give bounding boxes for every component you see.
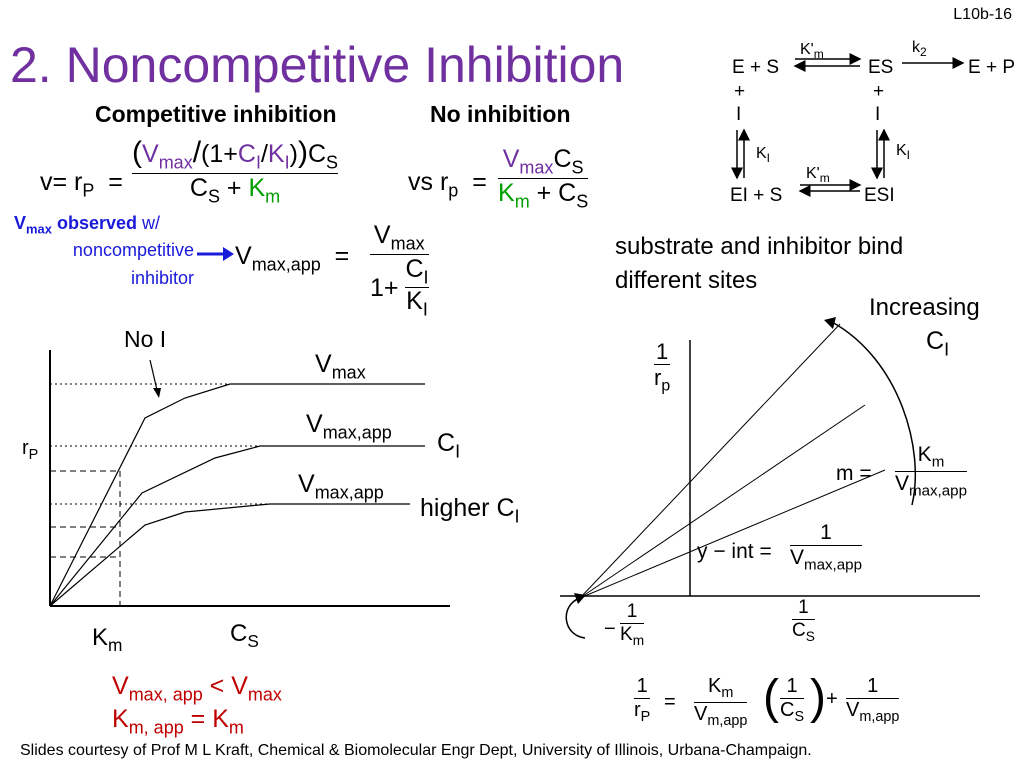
increasing-label: Increasing xyxy=(869,294,980,321)
left-plot-ylabel-rp: rP xyxy=(22,437,39,464)
inhibitor-label: inhibitor xyxy=(130,268,194,288)
scheme-ki-left: KI xyxy=(756,145,770,165)
double-reciprocal-plot xyxy=(560,317,980,639)
scheme-i-left: I xyxy=(736,104,741,125)
slide-title: 2. Noncompetitive Inhibition xyxy=(10,37,625,93)
sites-text-line2: different sites xyxy=(615,267,758,294)
no-i-label: No I xyxy=(124,326,167,352)
x-intercept-arrowhead xyxy=(574,593,586,604)
curve-label-higher-ci: higher CI xyxy=(420,494,520,527)
sites-text-line1: substrate and inhibitor bind xyxy=(615,233,904,260)
scheme-kmprime-bottom: K'm xyxy=(806,165,830,185)
summary-vmax: Vmax, app < Vmax xyxy=(112,672,282,705)
scheme-kmprime-top: K'm xyxy=(800,41,824,61)
right-plot-xlabel: 1 CS xyxy=(792,597,815,644)
curve-inhibitor xyxy=(49,445,425,607)
lb-eq-lhs: 1 rP xyxy=(634,675,651,726)
scheme-ei-s: EI + S xyxy=(730,185,782,206)
vs-label: vs rp = xyxy=(408,168,487,201)
scheme-e-p: E + P xyxy=(968,57,1015,78)
no-i-pointer xyxy=(149,359,158,391)
x-intercept-fraction: 1 Km xyxy=(620,601,645,648)
no-i-pointer-head xyxy=(153,388,161,398)
summary-km: Km, app = Km xyxy=(112,705,244,738)
x-intercept-minus: − xyxy=(604,618,616,640)
scheme-esi: ESI xyxy=(864,185,895,206)
curve-no-inhibitor xyxy=(49,383,425,607)
reaction-scheme: E + S ES E + P K'm k2 + I + I KI KI K'm … xyxy=(730,39,1015,206)
competitive-equation-lhs: v= rP = xyxy=(40,168,123,201)
lb-eq-slope: Km Vm,app xyxy=(694,675,748,730)
left-plot-xlabel-cs: CS xyxy=(230,620,259,652)
curve-higher-inhibitor xyxy=(49,503,410,607)
curve-label-vmax: Vmax xyxy=(315,350,366,383)
scheme-es: ES xyxy=(868,57,893,78)
lb-line-mid xyxy=(579,404,866,599)
scheme-e-s: E + S xyxy=(732,57,779,78)
scheme-plus-left: + xyxy=(734,81,745,102)
lb-eq-equals: = xyxy=(664,691,676,713)
increasing-ci-arc xyxy=(831,321,917,506)
increasing-ci-label: CI xyxy=(926,327,950,360)
vmax-app-lhs: Vmax,app = xyxy=(235,242,350,275)
yint-label: y − int = xyxy=(697,540,772,563)
slide-id: L10b-16 xyxy=(953,6,1012,23)
x-intercept-hook xyxy=(565,597,586,639)
vmax-observed-label: Vmax observed w/ xyxy=(14,213,161,237)
lb-eq-reciprocal-cs: 1 CS xyxy=(780,675,805,726)
left-plot-xlabel-km: Km xyxy=(92,624,123,656)
competitive-equation-fraction: (Vmax/(1+CI/KI))CS CS + Km xyxy=(132,136,339,207)
lb-eq-plus: + xyxy=(826,688,838,710)
lb-eq-paren-close: ) xyxy=(810,671,826,724)
footer-credit: Slides courtesy of Prof M L Kraft, Chemi… xyxy=(20,742,812,759)
competitive-heading: Competitive inhibition xyxy=(95,101,337,127)
yint-fraction: 1 Vmax,app xyxy=(790,521,862,574)
no-inhibition-fraction: VmaxCS Km + CS xyxy=(498,145,589,212)
right-plot-ylabel: 1 rp xyxy=(654,339,671,395)
slope-fraction: Km Vmax,app xyxy=(895,443,967,500)
blue-arrow-icon xyxy=(197,247,234,261)
scheme-ki-right: KI xyxy=(896,142,910,162)
curve-label-vmax-app-1: Vmax,app xyxy=(306,410,392,443)
slope-label: m = xyxy=(836,462,872,485)
curve-label-vmax-app-2: Vmax,app xyxy=(298,470,384,503)
lb-line-low xyxy=(579,469,886,599)
lb-eq-intercept: 1 Vm,app xyxy=(846,675,900,726)
scheme-k2: k2 xyxy=(912,39,927,59)
scheme-plus-right: + xyxy=(873,81,884,102)
increasing-ci-arrowhead xyxy=(824,317,836,329)
noncompetitive-label: noncompetitive xyxy=(72,240,194,260)
lb-line-high xyxy=(579,323,841,599)
saturation-plot xyxy=(49,350,450,607)
no-inhibition-heading: No inhibition xyxy=(430,101,571,127)
lb-eq-paren-open: ( xyxy=(763,671,779,724)
scheme-i-right: I xyxy=(875,104,880,125)
curve-label-ci: CI xyxy=(437,429,461,462)
